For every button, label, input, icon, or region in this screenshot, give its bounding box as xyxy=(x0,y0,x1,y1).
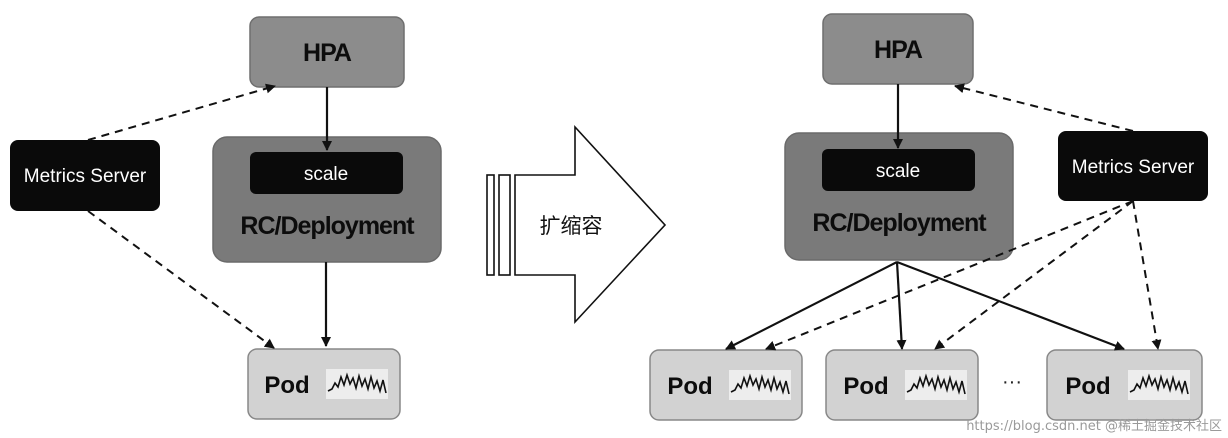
right-deployment-to-pod-2-line xyxy=(895,261,907,350)
left-scale-box xyxy=(250,152,403,194)
left-deployment-label: RC/Deployment xyxy=(240,212,415,240)
cpu-sparkline-icon xyxy=(729,370,791,400)
right-pod-2-box xyxy=(825,349,979,421)
left-hpa-label: HPA xyxy=(303,39,352,67)
right-pod-1-label: Pod xyxy=(667,373,712,400)
cpu-sparkline-icon xyxy=(905,370,967,400)
right-metrics-to-pod-1-dashed xyxy=(765,200,1134,351)
right-diagram: HPA scale RC/Deployment Metrics Server P… xyxy=(649,13,1208,421)
left-metrics-server-label: Metrics Server xyxy=(24,166,147,187)
right-pod-2-label: Pod xyxy=(843,373,888,400)
right-pod-3-label: Pod xyxy=(1065,373,1110,400)
right-pods-ellipsis: ··· xyxy=(1002,371,1022,393)
right-metrics-server-box xyxy=(1058,131,1208,201)
right-scale-box xyxy=(822,149,975,191)
arrow-stripe-1 xyxy=(486,174,495,276)
left-pod-box xyxy=(247,348,401,420)
big-arrow-icon xyxy=(514,124,667,325)
right-deployment-to-pod-3-line xyxy=(896,260,1125,351)
left-metrics-to-pod-dashed xyxy=(87,210,275,349)
right-pod-3: Pod xyxy=(1046,349,1203,421)
left-pod: Pod xyxy=(247,348,401,420)
right-hpa-label: HPA xyxy=(874,36,923,64)
right-deployment-label: RC/Deployment xyxy=(812,209,987,237)
right-metrics-server-label: Metrics Server xyxy=(1072,157,1195,178)
right-scale-label: scale xyxy=(876,161,920,182)
left-pod-label: Pod xyxy=(264,372,309,399)
right-metrics-to-hpa-dashed xyxy=(954,83,1134,132)
scale-transition-arrow: 扩缩容 xyxy=(486,124,667,325)
left-scale-label: scale xyxy=(304,164,348,185)
scale-transition-label: 扩缩容 xyxy=(540,214,603,238)
watermark-text: https://blog.csdn.net @稀土掘金技术社区 xyxy=(966,418,1222,434)
right-deployment-to-pod-1-line xyxy=(725,261,898,350)
right-pod-1-box xyxy=(649,349,803,421)
left-metrics-to-hpa-dashed xyxy=(87,83,276,141)
left-metrics-server-box xyxy=(10,140,160,211)
left-diagram: HPA scale RC/Deployment Metrics Server P… xyxy=(10,16,442,420)
right-pod-2: Pod xyxy=(825,349,979,421)
right-metrics-to-pod-3-dashed xyxy=(1132,200,1162,350)
arrow-stripe-2 xyxy=(498,174,511,276)
cpu-sparkline-icon xyxy=(1128,370,1190,400)
cpu-sparkline-icon xyxy=(326,369,388,399)
right-pod-1: Pod xyxy=(649,349,803,421)
